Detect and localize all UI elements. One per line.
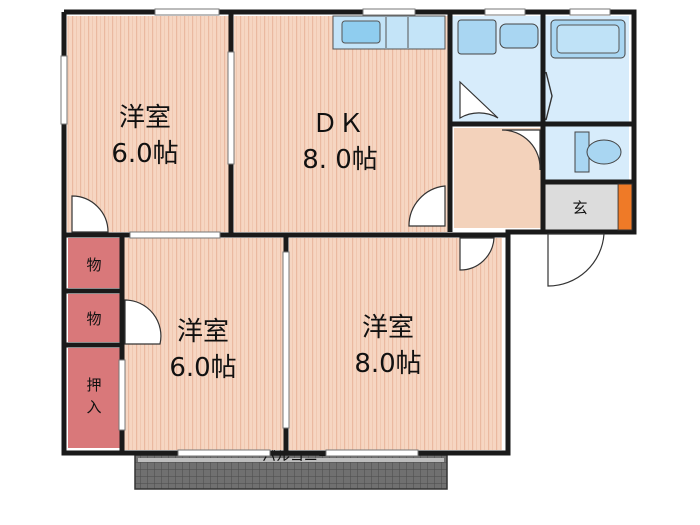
washer-pan: [499, 23, 539, 49]
oshiire-label-2: 入: [86, 398, 101, 416]
dk-size: 8. 0帖: [302, 145, 378, 175]
bath-door: [545, 71, 553, 121]
door-swings: [71, 80, 605, 345]
windows: [60, 8, 611, 457]
closet-1: [68, 238, 120, 288]
room-nw-name: 洋室: [119, 103, 171, 133]
dk-name: ＤＫ: [312, 109, 364, 139]
room-se-name: 洋室: [362, 313, 414, 343]
dk-floor: [234, 16, 448, 232]
closet-1-label: 物: [86, 256, 101, 274]
genkan-label: 玄: [572, 199, 587, 217]
washbasin: [457, 19, 497, 55]
room-se-floor: [289, 238, 502, 450]
room-sw-name: 洋室: [177, 317, 229, 347]
oshiire-label-1: 押: [86, 376, 101, 394]
entrance-door-accent: [617, 183, 633, 231]
closet-2: [68, 294, 120, 342]
room-nw-floor: [67, 16, 229, 232]
oshiire: [68, 348, 120, 448]
hall-floor: [454, 128, 542, 228]
room-sw-size: 6.0帖: [169, 353, 236, 383]
kitchen-counter: [332, 15, 446, 50]
genkan-floor: [545, 184, 617, 230]
bathtub: [550, 19, 626, 59]
room-se-size: 8.0帖: [354, 349, 421, 379]
toilet: [574, 131, 622, 173]
closet-2-label: 物: [86, 310, 101, 328]
room-nw-size: 6.0帖: [111, 139, 178, 169]
